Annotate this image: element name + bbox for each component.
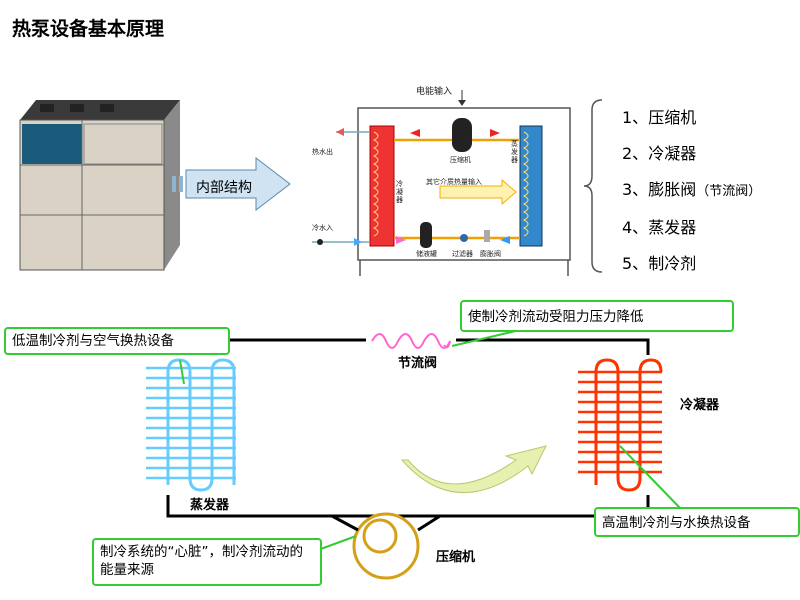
compressor-callout: 制冷系统的“心脏”，制冷剂流动的能量来源 bbox=[92, 538, 322, 586]
cold-water-in-label: 冷水入 bbox=[312, 224, 333, 232]
schematic-compressor-label: 压缩机 bbox=[450, 156, 471, 164]
evaporator-callout: 低温制冷剂与空气换热设备 bbox=[4, 327, 230, 355]
schematic-evaporator-label: 蒸发器 bbox=[511, 140, 518, 164]
list-item: 3、膨胀阀（节流阀） bbox=[622, 180, 762, 199]
internal-structure-label: 内部结构 bbox=[196, 180, 252, 196]
other-heat-label: 其它介质热量输入 bbox=[426, 178, 482, 186]
power-in-label: 电能输入 bbox=[416, 87, 453, 97]
filter-label: 过滤器 bbox=[452, 250, 473, 258]
throttle-label: 节流阀 bbox=[398, 356, 438, 371]
page-title: 热泵设备基本原理 bbox=[12, 18, 165, 40]
hot-water-out-label: 热水出 bbox=[312, 148, 333, 156]
evaporator-label: 蒸发器 bbox=[190, 498, 230, 513]
list-brace bbox=[583, 99, 603, 273]
internal-structure-arrow bbox=[172, 156, 291, 212]
evaporator-coil bbox=[140, 355, 250, 495]
list-item: 4、蒸发器 bbox=[622, 218, 697, 237]
condenser-label: 冷凝器 bbox=[680, 398, 720, 413]
list-item: 1、压缩机 bbox=[622, 108, 697, 127]
throttle-callout: 使制冷剂流动受阻力压力降低 bbox=[460, 300, 734, 332]
schematic-condenser-label: 冷凝器 bbox=[396, 180, 403, 204]
compressor-label: 压缩机 bbox=[436, 550, 476, 565]
condenser-callout: 高温制冷剂与水换热设备 bbox=[594, 507, 800, 537]
component-list: 1、压缩机 2、冷凝器 3、膨胀阀（节流阀） 4、蒸发器 5、制冷剂 bbox=[622, 100, 800, 282]
schematic bbox=[312, 90, 571, 276]
condenser-coil bbox=[572, 355, 668, 495]
compressor-shape bbox=[352, 512, 420, 580]
flow-arrow bbox=[400, 445, 547, 494]
valve-label: 膨胀阀 bbox=[480, 250, 501, 258]
receiver-label: 储液罐 bbox=[416, 250, 437, 258]
list-item: 2、冷凝器 bbox=[622, 144, 697, 163]
heat-pump-unit bbox=[19, 100, 180, 271]
throttle-valve-coil bbox=[371, 333, 451, 349]
list-item: 5、制冷剂 bbox=[622, 254, 697, 273]
